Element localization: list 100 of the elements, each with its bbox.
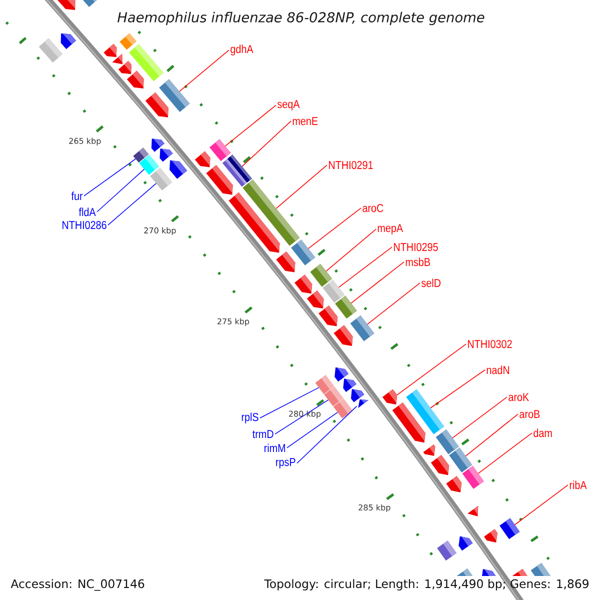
gene-label: NTHI0291	[329, 160, 373, 170]
gene-label: fur	[71, 192, 83, 200]
gene-label: fldA	[78, 208, 96, 216]
gene-pentagon	[392, 402, 426, 443]
gene-label: seqA	[277, 100, 300, 110]
gene-pentagon	[194, 151, 210, 168]
gene-label: gdhA	[230, 44, 254, 56]
gene-pentagon	[382, 389, 398, 405]
gene-pentagon	[160, 148, 173, 162]
gene-label: NTHI0286	[62, 220, 106, 230]
gene-label: aroK	[508, 393, 529, 402]
gene-pentagon	[423, 444, 436, 456]
gene-label: nadN	[486, 366, 510, 374]
feature-box	[500, 518, 520, 540]
gene-pentagon	[60, 33, 76, 50]
leader-line	[338, 246, 392, 288]
footer-text: Topology: circular; Length: 1,914,490 bp; Genes: 1,869	[264, 579, 588, 590]
gene-pentagon	[484, 529, 498, 542]
leader-line	[350, 262, 404, 304]
gene-pentagon	[306, 290, 324, 309]
tick-label: 275 kbp	[218, 318, 250, 326]
leader-line	[84, 158, 136, 196]
gene-label: trmD	[252, 430, 274, 438]
gene-label: rplS	[242, 412, 258, 424]
gene-label: NTHI0302	[468, 340, 512, 348]
gene-pentagon	[350, 388, 364, 402]
gene-label: mepA	[378, 224, 404, 234]
leader-line	[367, 282, 420, 325]
leader-line	[478, 432, 532, 474]
gene-pentagon	[446, 476, 462, 492]
gene-pentagon	[151, 138, 164, 152]
feature-box	[120, 33, 136, 50]
gene-pentagon	[343, 378, 356, 392]
title: Haemophilus influenzae 86-028NP, complete genome	[118, 12, 484, 26]
gene-label: aroC	[362, 204, 384, 212]
gene-label: aroB	[520, 410, 540, 418]
leader-line	[276, 164, 328, 209]
gene-pentagon	[276, 251, 296, 272]
gene-triangle	[112, 54, 123, 64]
gene-pentagon	[430, 454, 450, 476]
leader-line	[296, 406, 358, 464]
leader-line	[396, 344, 466, 396]
gene-pentagon	[334, 325, 353, 346]
feature-box	[139, 154, 159, 175]
gene-pentagon	[104, 44, 117, 58]
gene-label: selD	[421, 278, 440, 288]
leader-line	[242, 120, 292, 167]
feature-box	[456, 568, 473, 576]
gene-label: msbB	[406, 258, 430, 266]
gene-label: menE	[292, 117, 318, 126]
leader-line	[308, 208, 362, 249]
gene-pentagon	[512, 568, 528, 576]
tick-label: 265 kbp	[69, 138, 101, 146]
gene-label: ribA	[570, 480, 587, 490]
leader-line	[430, 370, 486, 408]
feature-box	[210, 139, 231, 162]
leader-line	[108, 182, 157, 226]
feature-box	[150, 168, 172, 190]
leader-line	[286, 412, 338, 448]
leader-line	[514, 484, 568, 526]
gene-pentagon	[126, 70, 144, 88]
feature-box	[437, 540, 457, 561]
gene-pentagon	[228, 192, 280, 253]
feature-box	[335, 296, 357, 319]
feature-box	[291, 240, 316, 266]
gene-pentagon	[206, 164, 233, 195]
gene-pentagon	[57, 0, 76, 10]
leader-line	[452, 396, 508, 438]
feature-box	[38, 38, 63, 63]
leader-line	[260, 387, 320, 418]
feature-box	[449, 448, 472, 473]
feature-box	[462, 466, 484, 489]
gene-pentagon	[482, 569, 496, 576]
gene-triangle	[468, 506, 478, 516]
leader-line	[96, 168, 145, 212]
leader-line	[326, 228, 376, 272]
leader-line	[274, 400, 329, 434]
tick-label: 285 kbp	[358, 504, 390, 512]
gene-pentagon	[145, 92, 168, 118]
feature-box	[530, 562, 551, 576]
leader-line	[179, 50, 230, 92]
leader-line	[465, 414, 518, 456]
tick-label: 280 kbp	[289, 410, 321, 418]
gene-label: rimM	[264, 444, 285, 452]
feature-box	[82, 0, 98, 7]
gene-pentagon	[294, 274, 312, 294]
gene-pentagon	[458, 536, 473, 551]
gene-pentagon	[170, 160, 188, 179]
tick-label: 270 kbp	[144, 227, 176, 235]
gene-pentagon	[118, 60, 132, 74]
feature-box	[350, 315, 374, 342]
gene-label: NTHI0295	[394, 242, 438, 252]
leader-line	[224, 104, 276, 146]
gene-pentagon	[318, 305, 338, 326]
gene-pentagon	[334, 367, 349, 382]
gene-triangle	[358, 399, 368, 408]
footer-text: Accession: NC_007146	[10, 579, 144, 591]
gene-label: rpsP	[276, 458, 296, 468]
gene-label: dam	[534, 428, 552, 438]
feature-box	[436, 429, 459, 454]
